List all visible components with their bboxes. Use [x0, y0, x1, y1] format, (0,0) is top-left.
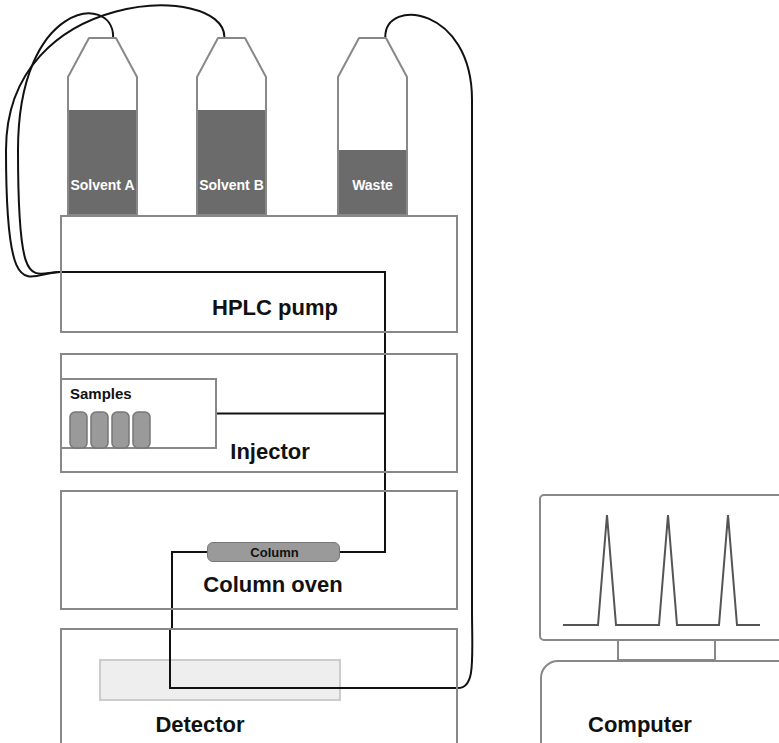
node-label: Waste	[352, 177, 393, 193]
detector-tubing	[170, 628, 458, 688]
pump-module: HPLC pump	[60, 215, 458, 333]
detector-module: Detector	[60, 628, 458, 743]
node-label: Solvent B	[199, 177, 264, 193]
node-label: Injector	[230, 439, 309, 464]
tubing-connector	[217, 414, 385, 553]
bottle-shape	[338, 38, 407, 215]
tubing-connector	[340, 333, 385, 552]
tubing-connector	[172, 552, 207, 628]
node-label: Computer	[588, 712, 692, 737]
liquid	[338, 150, 407, 215]
solvent-bottle: Solvent B	[196, 37, 267, 215]
tubing-connector	[385, 15, 472, 688]
liquid	[68, 110, 137, 215]
node-label: Detector	[155, 712, 244, 737]
sample-tray: Samples	[62, 378, 217, 449]
node-label: Column	[250, 546, 298, 561]
monitor-stand	[618, 640, 715, 660]
flow-cell	[100, 660, 340, 700]
chromatogram	[563, 515, 760, 625]
pump-tubing	[60, 272, 385, 333]
monitor	[540, 495, 779, 640]
solvent-bottle: Solvent A	[67, 37, 138, 215]
vial	[70, 412, 87, 448]
bottle-shape	[68, 38, 137, 215]
vial	[133, 412, 150, 448]
tubing-connector	[6, 5, 224, 276]
column: Column	[207, 542, 340, 562]
vial	[91, 412, 108, 448]
liquid	[197, 110, 266, 215]
node-label: Samples	[70, 385, 132, 402]
node-label: Solvent A	[70, 177, 134, 193]
vial	[112, 412, 129, 448]
node-label: Column oven	[203, 572, 342, 597]
computer-base: Computer	[540, 660, 779, 743]
bottle-shape	[197, 38, 266, 215]
node-label: HPLC pump	[212, 295, 338, 320]
column-oven: Column oven Column	[60, 490, 458, 610]
injector-module: Injector Samples	[60, 353, 458, 473]
waste-bottle: Waste	[337, 37, 408, 215]
